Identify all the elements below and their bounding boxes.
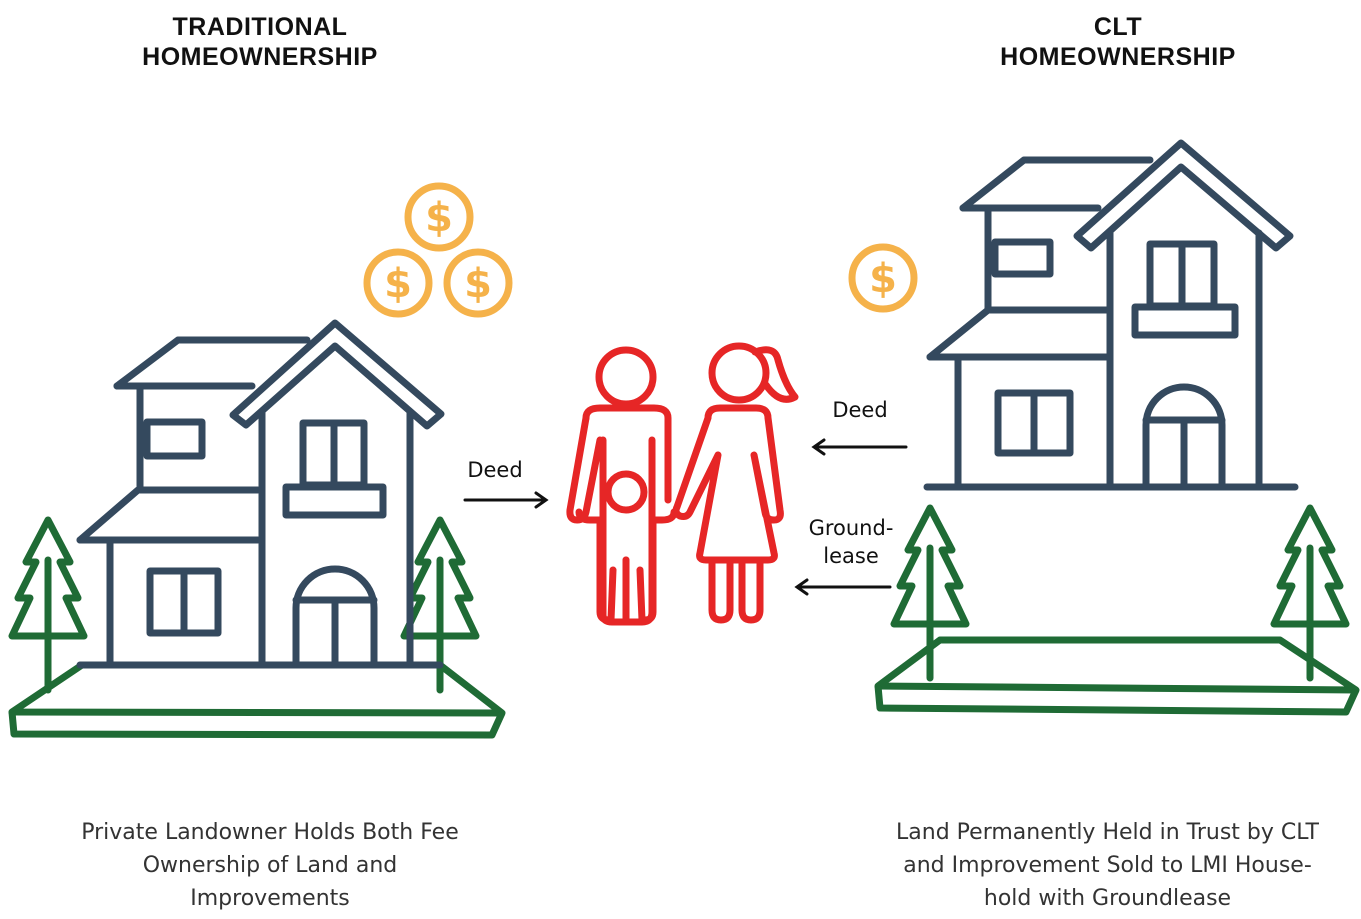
right-coin-icon (852, 247, 914, 309)
groundlease-arrow-icon (794, 578, 892, 596)
left-house-icon (76, 319, 445, 669)
right-land-parcel-icon (874, 636, 1360, 716)
traditional-caption-line2: Ownership of Land and (142, 853, 398, 878)
clt-caption-line3: hold with Groundlease (983, 886, 1232, 911)
groundlease-label-line2: lease (823, 544, 879, 568)
traditional-title-line2: HOMEOWNERSHIP (142, 43, 378, 71)
family-icon (566, 342, 799, 626)
left-land-parcel-icon (8, 661, 506, 739)
left-coin-icon-3 (447, 252, 509, 314)
clt-title-line1: CLT (1093, 13, 1143, 41)
right-deed-label: Deed (832, 398, 888, 422)
traditional-title-line1: TRADITIONAL (172, 13, 348, 41)
right-house-icon (923, 139, 1299, 491)
clt-caption: Land Permanently Held in Trust by CLT an… (860, 816, 1355, 915)
left-tree-icon-1 (12, 520, 84, 690)
traditional-caption: Private Landowner Holds Both Fee Ownersh… (20, 816, 520, 915)
groundlease-label-line1: Ground- (808, 516, 894, 540)
left-deed-arrow-icon (463, 491, 549, 509)
right-deed-arrow-icon (811, 438, 908, 456)
right-tree-icon-2 (1274, 508, 1346, 678)
clt-caption-line1: Land Permanently Held in Trust by CLT (896, 820, 1319, 845)
clt-title-line2: HOMEOWNERSHIP (1000, 43, 1236, 71)
traditional-title: TRADITIONAL HOMEOWNERSHIP (110, 12, 410, 72)
clt-caption-line2: and Improvement Sold to LMI House- (903, 853, 1312, 878)
clt-title: CLT HOMEOWNERSHIP (968, 12, 1268, 72)
left-deed-label: Deed (467, 458, 523, 482)
left-coin-icon-2 (367, 252, 429, 314)
traditional-caption-line3: Improvements (190, 886, 350, 911)
groundlease-label: Ground- lease (796, 514, 906, 570)
left-coin-icon-1 (408, 186, 470, 248)
traditional-caption-line1: Private Landowner Holds Both Fee (81, 820, 459, 845)
